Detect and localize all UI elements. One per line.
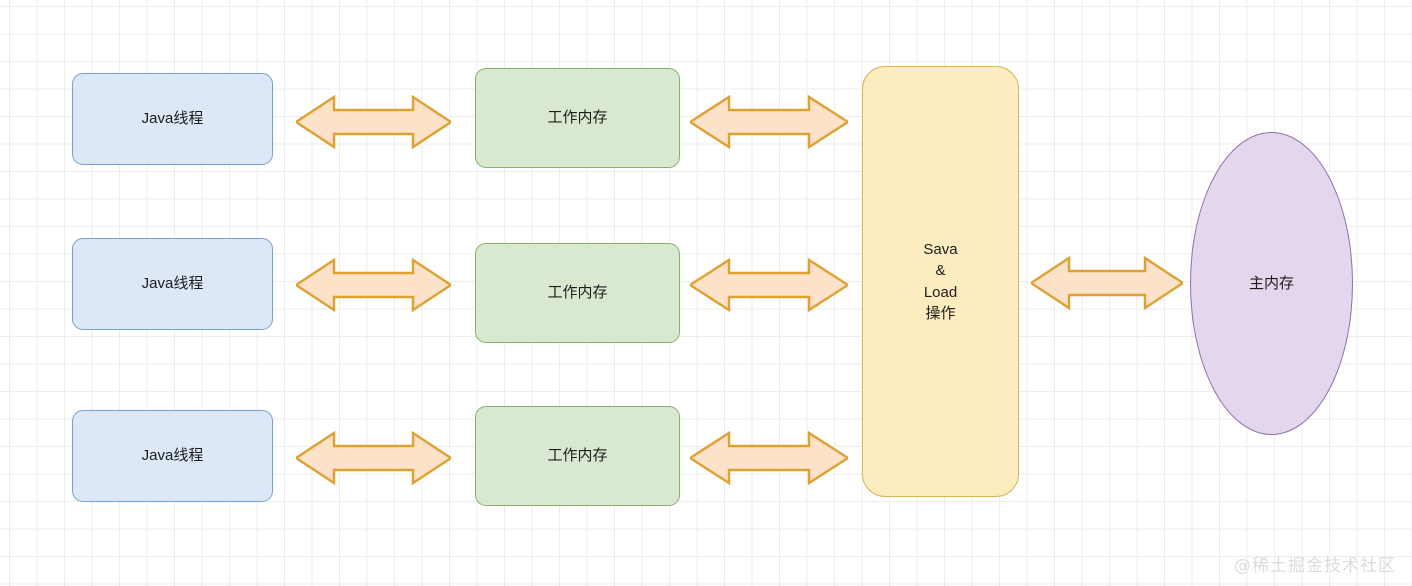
java-thread-label-3: Java线程 bbox=[141, 447, 204, 465]
double-arrow-worker-saveload-1 bbox=[690, 93, 848, 151]
save-load-line-3: Load bbox=[923, 283, 958, 301]
double-arrow-worker-saveload-3 bbox=[690, 429, 848, 487]
working-memory-box-3[interactable]: 工作内存 bbox=[475, 406, 680, 506]
working-memory-label-2: 工作内存 bbox=[547, 284, 608, 302]
java-thread-box-3[interactable]: Java线程 bbox=[72, 410, 273, 502]
working-memory-box-1[interactable]: 工作内存 bbox=[475, 68, 680, 168]
java-thread-box-2[interactable]: Java线程 bbox=[72, 238, 273, 330]
double-arrow-thread-worker-3 bbox=[296, 429, 451, 487]
main-memory-label: 主内存 bbox=[1248, 274, 1294, 292]
save-load-box[interactable]: Sava & Load 操作 bbox=[862, 66, 1019, 497]
save-load-line-2: & bbox=[935, 262, 946, 280]
main-memory-ellipse[interactable]: 主内存 bbox=[1190, 132, 1353, 435]
double-arrow-thread-worker-1 bbox=[296, 93, 451, 151]
save-load-line-4: 操作 bbox=[925, 304, 956, 322]
double-arrow-thread-worker-2 bbox=[296, 256, 451, 314]
java-thread-box-1[interactable]: Java线程 bbox=[72, 73, 273, 165]
java-thread-label-2: Java线程 bbox=[141, 275, 204, 293]
watermark: @稀土掘金技术社区 bbox=[1234, 556, 1396, 576]
working-memory-label-3: 工作内存 bbox=[547, 447, 608, 465]
working-memory-label-1: 工作内存 bbox=[547, 109, 608, 127]
double-arrow-saveload-mainmemory bbox=[1031, 254, 1183, 312]
double-arrow-worker-saveload-2 bbox=[690, 256, 848, 314]
save-load-line-1: Sava bbox=[923, 240, 958, 258]
working-memory-box-2[interactable]: 工作内存 bbox=[475, 243, 680, 343]
java-thread-label-1: Java线程 bbox=[141, 110, 204, 128]
